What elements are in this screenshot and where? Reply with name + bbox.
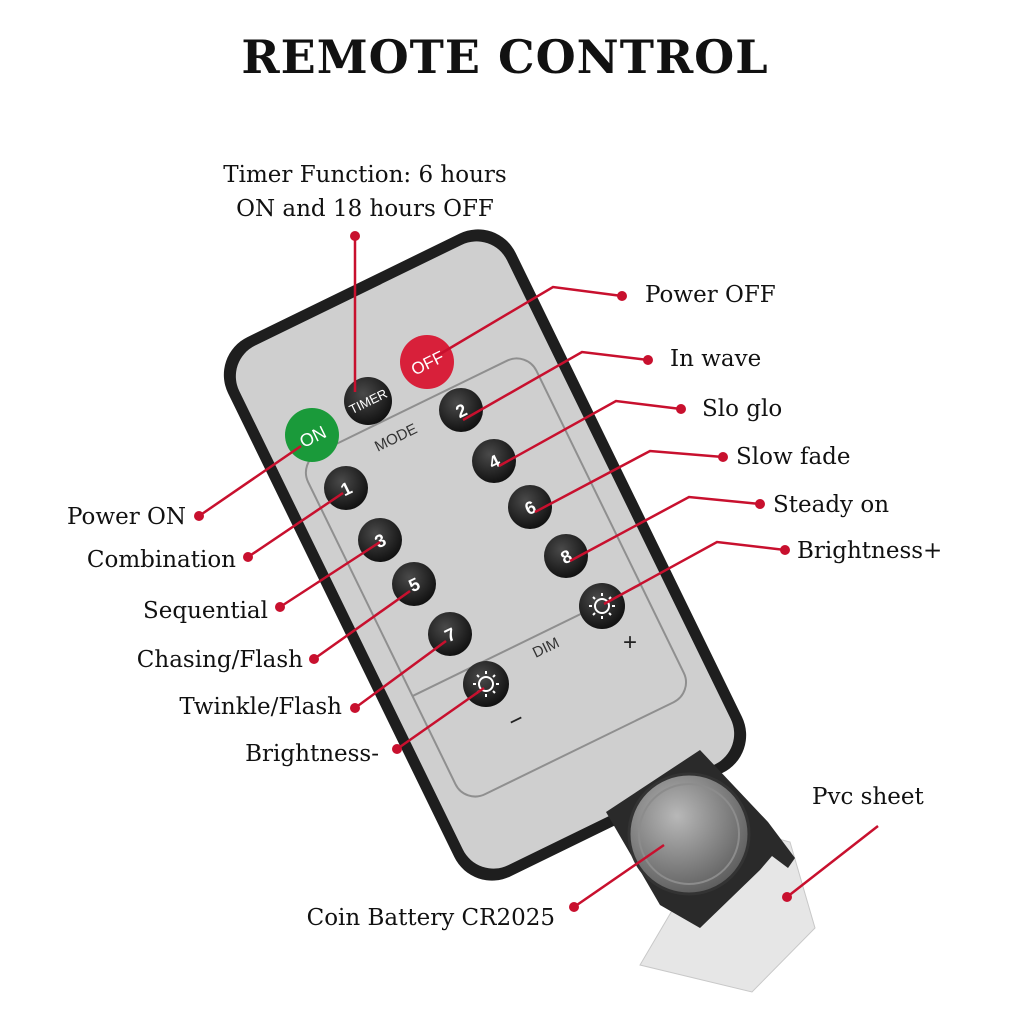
plus-label: + — [623, 629, 637, 656]
label-sequential: Sequential — [143, 598, 268, 624]
label-chasing-flash: Chasing/Flash — [136, 647, 303, 673]
label-power-off: Power OFF — [645, 282, 776, 308]
sun-icon — [473, 671, 499, 697]
leader-pvc-sheet — [786, 825, 879, 898]
button-6[interactable]: 6 — [508, 485, 552, 529]
coin-battery — [627, 772, 751, 896]
label-timer-line1: Timer Function: 6 hours — [223, 162, 507, 188]
leader-sequential — [279, 540, 381, 609]
leader-dot-sequential — [275, 602, 285, 612]
leader-dot-brightness-plus — [780, 545, 790, 555]
label-combination: Combination — [86, 547, 236, 573]
leader-dot-power-off — [617, 291, 627, 301]
leader-dot-combination — [243, 552, 253, 562]
leader-twinkle-flash — [354, 639, 447, 710]
brightness-up-button[interactable] — [579, 583, 625, 629]
button-3[interactable]: 3 — [358, 518, 402, 562]
leader-slo-glo — [498, 399, 682, 468]
leader-brightness-plus — [603, 540, 786, 606]
leader-dot-steady-on — [755, 499, 765, 509]
label-power-on: Power ON — [67, 504, 186, 530]
brightness-down-button[interactable] — [463, 661, 509, 707]
label-coin-battery: Coin Battery CR2025 — [306, 905, 555, 931]
off-button[interactable]: OFF — [400, 335, 454, 389]
button-8[interactable]: 8 — [544, 534, 588, 578]
leader-power-on — [198, 444, 302, 518]
sun-icon — [589, 593, 615, 619]
label-steady-on: Steady on — [773, 492, 890, 518]
leader-dot-slow-fade — [718, 452, 728, 462]
on-button[interactable]: ON — [285, 408, 339, 462]
leader-dot-power-on — [194, 511, 204, 521]
leader-dot-twinkle-flash — [350, 703, 360, 713]
leader-in-wave — [462, 350, 649, 422]
leader-chasing-flash — [313, 589, 411, 661]
leader-dot-coin-battery — [569, 902, 579, 912]
timer-button[interactable]: TIMER — [344, 377, 392, 425]
label-slow-fade: Slow fade — [736, 444, 851, 470]
button-2[interactable]: 2 — [439, 388, 483, 432]
label-brightness-plus: Brightness+ — [797, 538, 943, 564]
leader-dot-slo-glo — [676, 404, 686, 414]
leader-dot-brightness-minus — [392, 744, 402, 754]
leader-power-off — [434, 285, 623, 359]
mode-panel-outline — [304, 357, 687, 798]
leader-dot-pvc-sheet — [782, 892, 792, 902]
label-pvc-sheet: Pvc sheet — [812, 784, 924, 810]
battery-holder — [606, 750, 795, 928]
label-timer-function: Timer Function: 6 hours ON and 18 hours … — [180, 158, 550, 226]
diagram-title: REMOTE CONTROL — [241, 30, 769, 84]
label-brightness-minus: Brightness- — [245, 741, 379, 767]
leader-brightness-minus — [396, 686, 485, 751]
label-slo-glo: Slo glo — [702, 396, 783, 422]
leader-steady-on — [569, 495, 761, 563]
label-timer-line2: ON and 18 hours OFF — [236, 196, 494, 222]
coin-battery-rim — [638, 783, 740, 885]
label-twinkle-flash: Twinkle/Flash — [179, 694, 342, 720]
leader-dot-in-wave — [643, 355, 653, 365]
leader-slow-fade — [534, 449, 724, 514]
button-1[interactable]: 1 — [324, 466, 368, 510]
leader-dot-timer — [350, 231, 360, 241]
button-4[interactable]: 4 — [472, 439, 516, 483]
leader-dot-chasing-flash — [309, 654, 319, 664]
leader-combination — [247, 491, 344, 559]
leader-coin-battery — [573, 843, 665, 909]
label-in-wave: In wave — [670, 346, 762, 372]
